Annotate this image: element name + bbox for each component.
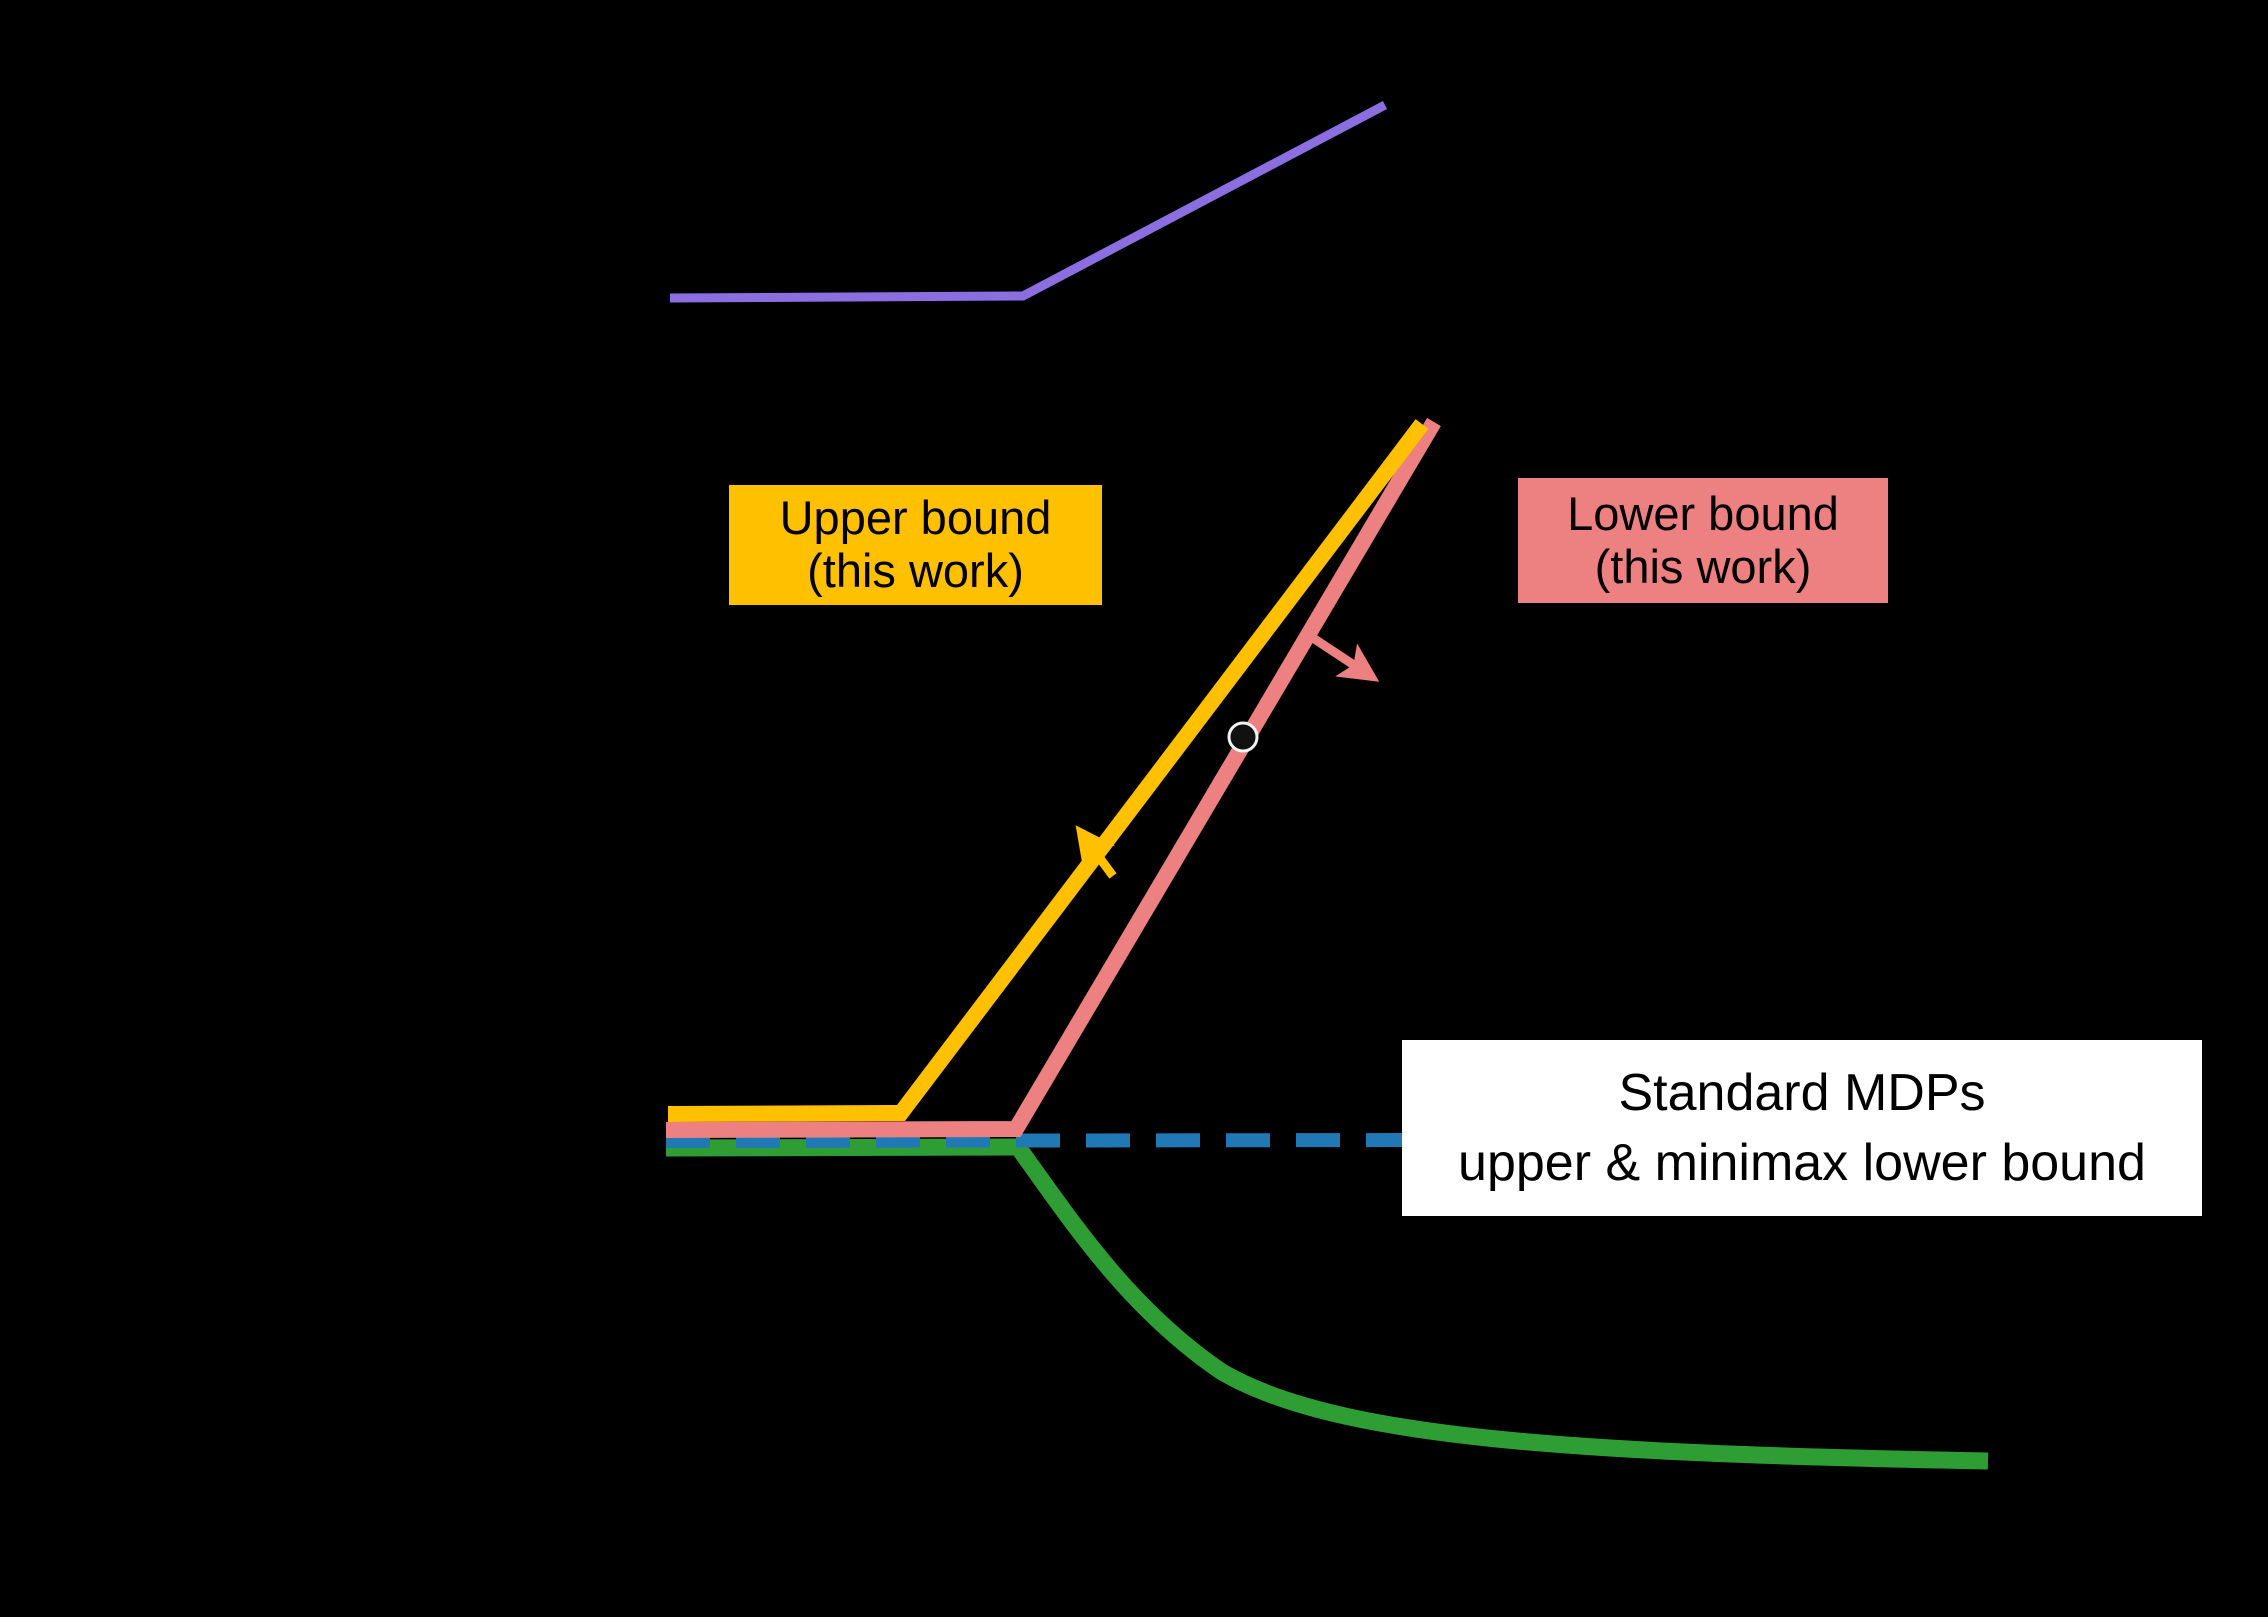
lower-bound-callout-line1: Lower bound	[1567, 486, 1839, 540]
standard-mdps-callout-line2: upper & minimax lower bound	[1458, 1134, 2146, 1192]
series-green-decay-curve	[1011, 1142, 1989, 1470]
lower-bound-arrow	[1310, 634, 1380, 682]
upper-bound-callout-line2: (this work)	[807, 544, 1024, 597]
upper-bound-callout-line1: Upper bound	[779, 491, 1052, 545]
upper-bound-arrow	[1075, 825, 1117, 879]
series-upper-bound-this-work	[667, 419, 1429, 1122]
series-purple-upper-curve	[669, 101, 1388, 303]
lower-bound-callout: Lower bound (this work)	[1518, 478, 1888, 603]
standard-mdps-callout-line1: Standard MDPs	[1618, 1063, 1986, 1122]
standard-mdps-callout: Standard MDPs upper & minimax lower boun…	[1402, 1040, 2202, 1216]
lower-bound-callout-line2: (this work)	[1594, 539, 1812, 593]
crossing-point-marker	[1227, 721, 1259, 753]
upper-bound-callout: Upper bound (this work)	[729, 485, 1102, 605]
series-lower-bound-this-work	[665, 417, 1441, 1138]
